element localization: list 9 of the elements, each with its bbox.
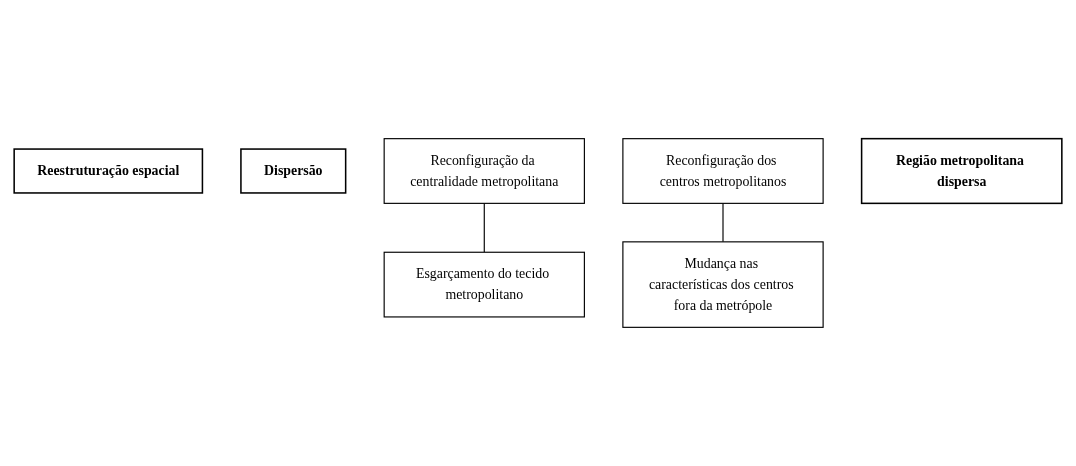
- node-box: Reconfiguração dos centros metropolitanos: [622, 138, 824, 204]
- node-box: Região metropolitana dispersa: [860, 137, 1063, 205]
- node-box: Reestruturação espacial: [13, 148, 204, 194]
- node-box: Mudança nas características dos centros fora da metrópole: [622, 241, 824, 328]
- connector: [483, 202, 485, 253]
- node-box: Reconfiguração da centralidade metropolitana: [383, 138, 585, 204]
- connector: [722, 202, 724, 243]
- node-box: Dispersão: [240, 148, 347, 194]
- node-box: Esgarçamento do tecido metropolitano: [383, 251, 585, 318]
